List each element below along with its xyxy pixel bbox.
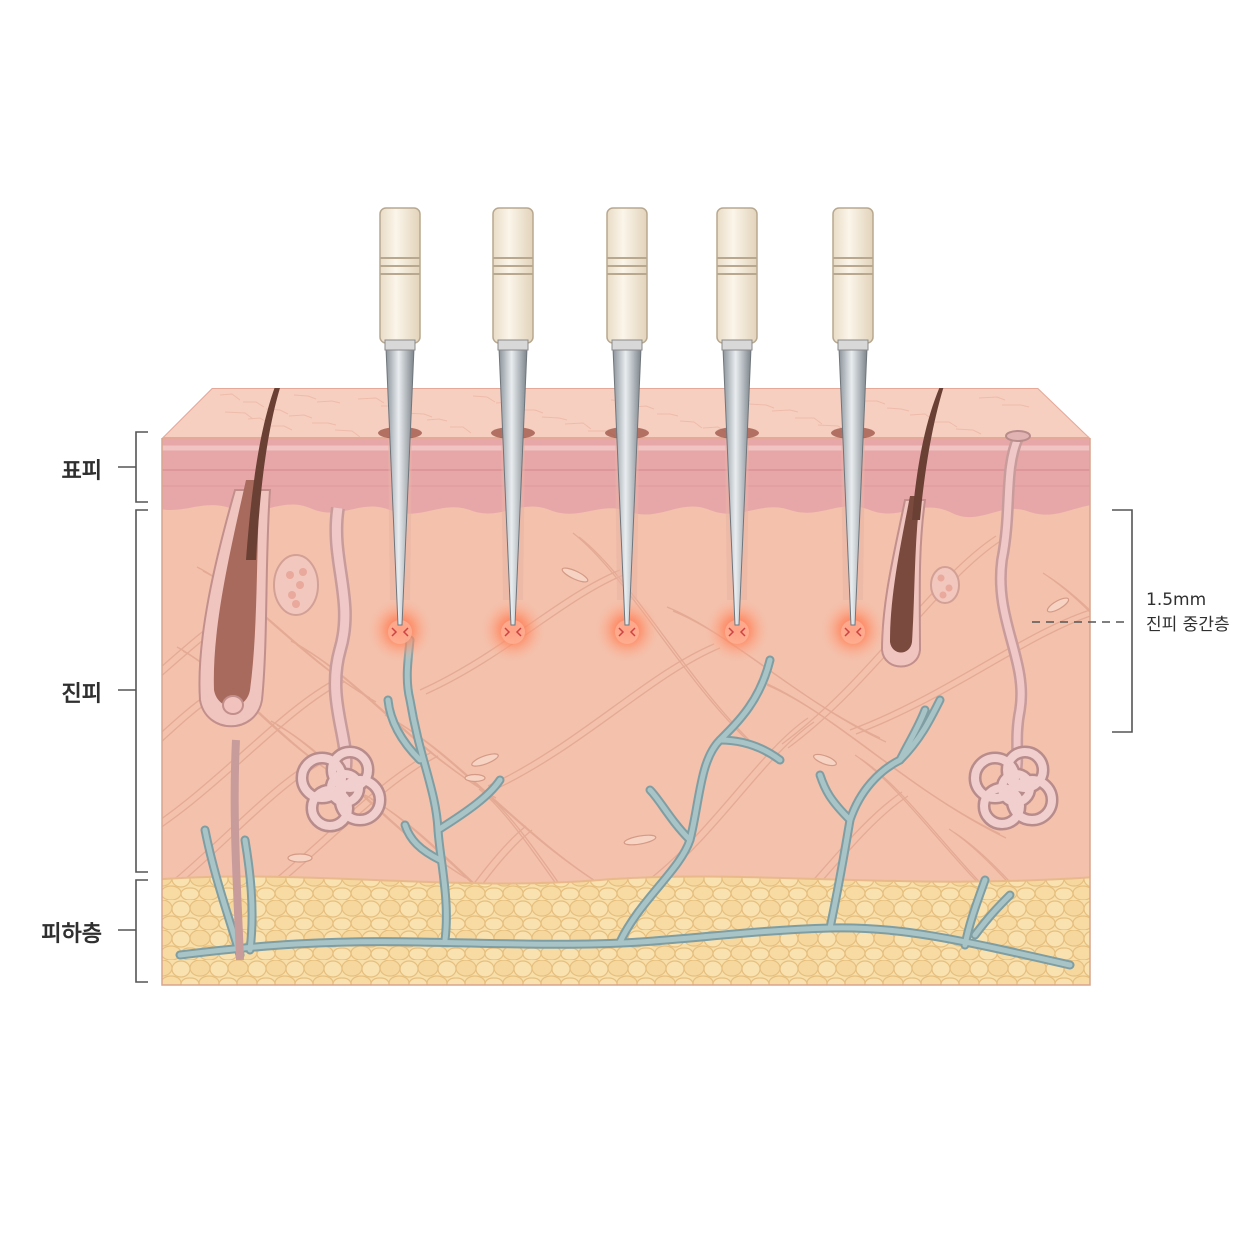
label-subcutaneous: 피하층 [41, 922, 102, 947]
depth-layer-label: 진피 중간층 [1146, 615, 1230, 635]
microneedle-array [368, 207, 885, 662]
microneedle [481, 207, 545, 662]
depth-value: 1.5mm [1146, 590, 1207, 610]
subcutaneous-bracket [118, 879, 148, 983]
dermis-bracket [118, 509, 148, 873]
microneedle [705, 207, 769, 662]
microneedle [821, 207, 885, 662]
hair-follicle-right [880, 388, 960, 668]
microneedle [595, 207, 659, 662]
label-epidermis: 표피 [61, 459, 102, 484]
fibroblast-cells [287, 567, 1070, 863]
blood-vessel-network [175, 635, 1075, 970]
sweat-gland-left [295, 506, 387, 833]
depth-note: 1.5mm 진피 중간층 [1146, 588, 1230, 638]
microneedle [368, 207, 432, 662]
depth-bracket [1112, 509, 1133, 733]
layer-brackets [118, 431, 1133, 983]
hair-follicle-left [198, 388, 319, 961]
epidermis-bracket [118, 431, 148, 503]
label-dermis: 진피 [61, 682, 102, 707]
sweat-gland-right [968, 430, 1059, 831]
